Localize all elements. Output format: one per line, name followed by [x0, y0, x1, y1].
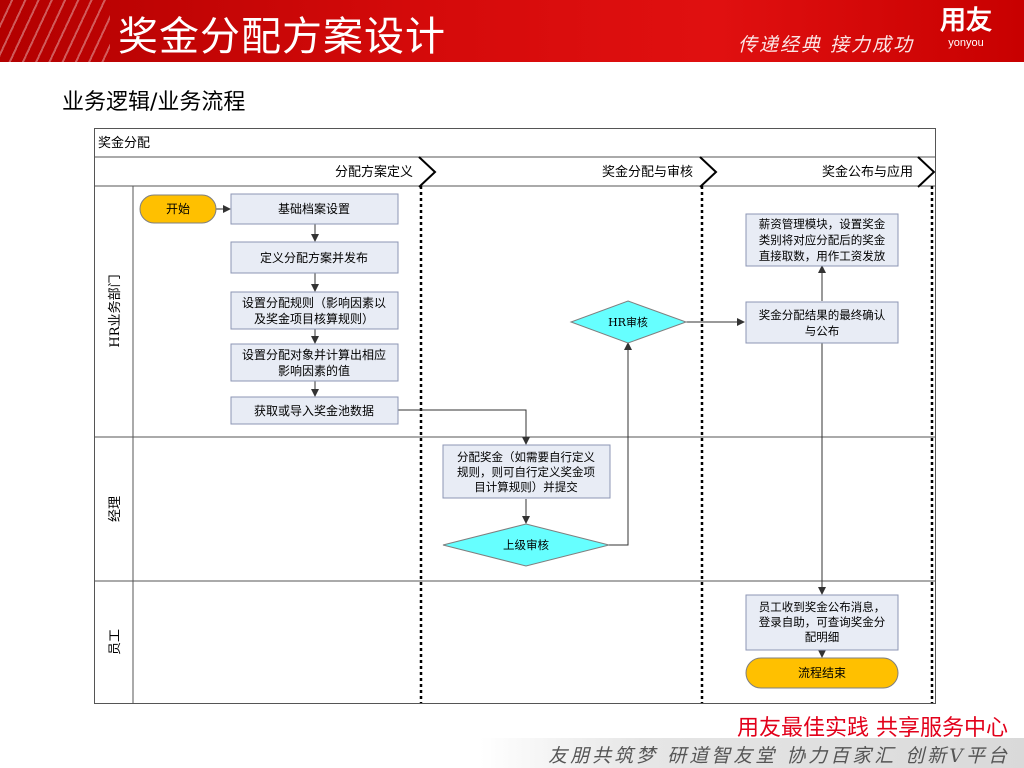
node-label: 基础档案设置	[278, 201, 350, 216]
lane-label-employee: 员工	[108, 629, 123, 655]
node-start: 开始	[139, 194, 217, 224]
footer-band	[480, 738, 1024, 768]
phase-label: 奖金分配与审核	[602, 164, 693, 180]
node-label: 分配奖金（如需要自行定义	[457, 450, 595, 464]
chevron-icon	[917, 156, 936, 188]
node-label: HR审核	[608, 315, 648, 329]
node-label: 影响因素的值	[278, 363, 350, 378]
node-label: 定义分配方案并发布	[260, 250, 368, 265]
node-end: 流程结束	[745, 657, 899, 689]
header-banner: 奖金分配方案设计 传递经典 接力成功 用友 yonyou	[0, 0, 1024, 62]
chevron-icon	[418, 156, 437, 188]
yonyou-logo: 用友 yonyou	[924, 6, 1008, 56]
page-title: 奖金分配方案设计	[118, 14, 446, 60]
node-set-rules: 设置分配规则（影响因素以 及奖金项目核算规则）	[230, 291, 399, 330]
node-get-pool: 获取或导入奖金池数据	[230, 396, 399, 425]
node-superior-review: 上级审核	[442, 523, 610, 567]
node-allocate-bonus: 分配奖金（如需要自行定义 规则，则可自行定义奖金项 目计算规则）并提交	[442, 444, 611, 499]
node-label: 员工收到奖金公布消息，	[759, 600, 886, 614]
node-label: 设置分配规则（影响因素以	[242, 295, 386, 310]
node-label: 配明细	[805, 630, 840, 644]
node-payroll-module: 薪资管理模块，设置奖金 类别将对应分配后的奖金 直接取数，用作工资发放	[745, 213, 899, 267]
node-define-plan: 定义分配方案并发布	[230, 241, 399, 274]
connectors	[216, 205, 826, 658]
diagram-title: 奖金分配	[98, 135, 150, 151]
phase-label: 分配方案定义	[335, 164, 413, 180]
lane-label-manager: 经理	[108, 496, 123, 522]
node-label: 开始	[166, 202, 190, 216]
node-final-confirm: 奖金分配结果的最终确认 与公布	[745, 301, 899, 344]
swimlane-diagram: 奖金分配 分配方案定义 奖金分配与审核 奖金公布与应用 HR业务部门 经理 员工	[94, 128, 936, 704]
node-label: 与公布	[805, 324, 840, 338]
node-label: 目计算规则）并提交	[474, 480, 578, 494]
section-heading: 业务逻辑/业务流程	[62, 90, 246, 115]
phase-header-publish: 奖金公布与应用	[822, 156, 936, 188]
node-basic-archive: 基础档案设置	[230, 193, 399, 225]
node-label: 薪资管理模块，设置奖金	[759, 217, 886, 231]
node-label: 规则，则可自行定义奖金项	[457, 465, 595, 479]
phase-label: 奖金公布与应用	[822, 164, 913, 180]
node-employee-query: 员工收到奖金公布消息， 登录自助，可查询奖金分 配明细	[745, 594, 899, 651]
node-label: 奖金分配结果的最终确认	[759, 308, 886, 322]
logo-text: 用友	[939, 6, 992, 36]
phase-header-definition: 分配方案定义	[335, 156, 437, 188]
footer-slogan: 用友最佳实践 共享服务中心	[737, 716, 1008, 741]
lane-label-hr: HR业务部门	[107, 274, 123, 347]
node-label: 流程结束	[798, 665, 846, 680]
footer-motto: 友朋共筑梦 研道智友堂 协力百家汇 创新V平台	[548, 745, 1010, 767]
phase-header-allocation: 奖金分配与审核	[602, 156, 718, 188]
header-slogan: 传递经典 接力成功	[738, 34, 915, 56]
chevron-icon	[699, 156, 718, 188]
node-label: 及奖金项目核算规则）	[254, 311, 374, 326]
node-set-objects: 设置分配对象并计算出相应 影响因素的值	[230, 343, 399, 382]
node-label: 登录自助，可查询奖金分	[759, 615, 886, 629]
banner-decoration	[0, 0, 110, 62]
node-hr-review: HR审核	[569, 300, 688, 344]
node-label: 上级审核	[503, 538, 549, 552]
node-label: 直接取数，用作工资发放	[759, 249, 886, 263]
node-label: 类别将对应分配后的奖金	[759, 233, 886, 247]
logo-subtext: yonyou	[948, 37, 984, 49]
node-label: 设置分配对象并计算出相应	[242, 347, 386, 362]
node-label: 获取或导入奖金池数据	[254, 403, 374, 418]
flowchart: 奖金分配 分配方案定义 奖金分配与审核 奖金公布与应用 HR业务部门 经理 员工	[95, 135, 936, 703]
